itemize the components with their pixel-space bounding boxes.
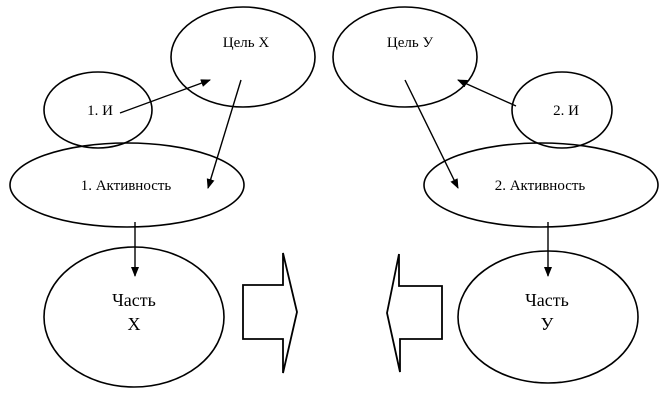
activity-1-node — [9, 142, 245, 228]
arrow-goalx-to-activity1 — [206, 79, 242, 189]
goal-y-label: Цель У — [387, 35, 434, 51]
part-y-label-line2: У — [541, 314, 554, 334]
interest-1-label: 1. И — [87, 103, 113, 119]
interest-2-node — [511, 71, 613, 149]
activity-2-label: 2. Активность — [495, 178, 586, 194]
goal-x-label: Цель Х — [223, 35, 270, 51]
block-arrow-right — [242, 252, 298, 374]
interest-1-node — [43, 71, 153, 149]
part-x-node — [43, 246, 225, 388]
arrow-goaly-to-activity2 — [404, 79, 459, 189]
activity-1-label: 1. Активность — [81, 178, 172, 194]
interest-2-label: 2. И — [553, 103, 579, 119]
block-arrow-left — [386, 253, 443, 373]
arrow-interest1-to-goalx — [119, 79, 211, 114]
arrow-interest2-to-goaly — [457, 79, 517, 107]
goal-y-node — [332, 6, 478, 108]
part-y-label-line1: Часть — [525, 290, 569, 310]
part-x-label-line2: Х — [128, 314, 141, 334]
part-x-label-line1: Часть — [112, 290, 156, 310]
activity-2-node — [423, 142, 659, 228]
goal-x-node — [170, 6, 316, 108]
